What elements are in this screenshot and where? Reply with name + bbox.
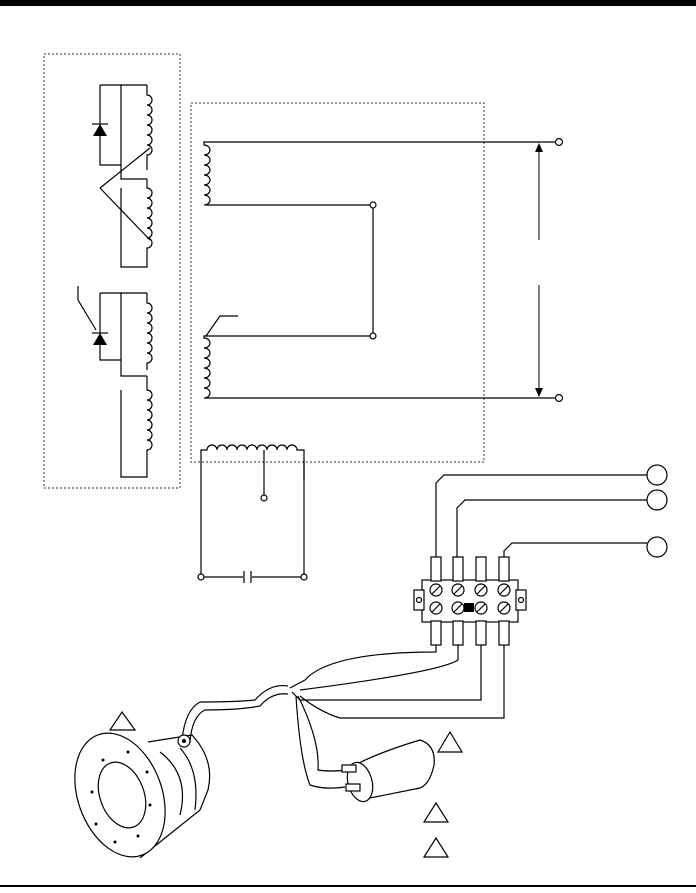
capacitor-circuit [197, 444, 308, 583]
upper-winding [203, 141, 555, 206]
tap-terminal [369, 201, 377, 209]
diode-icon [92, 85, 121, 166]
lower-rectifier-circuit [77, 286, 153, 478]
diode-icon [92, 292, 121, 361]
coil-1 [146, 85, 153, 170]
input-terminals [435, 464, 668, 558]
arrow-up-icon [535, 143, 543, 152]
terminal-circle-icon [646, 536, 668, 558]
output-terminals [535, 137, 564, 403]
tap-terminal [369, 332, 377, 340]
upper-rectifier-circuit [92, 84, 153, 268]
output-terminal [554, 137, 564, 147]
bottom-border [0, 885, 696, 887]
rectifier-box-border [43, 53, 181, 489]
rectifier-box [43, 53, 181, 489]
center-tap [260, 494, 268, 502]
wire [456, 499, 647, 557]
warning-triangle-icon [436, 730, 464, 753]
warning-triangle-icon [422, 836, 450, 858]
lead-line [99, 147, 151, 189]
top-border [0, 0, 696, 6]
run-capacitor [341, 730, 464, 803]
coil-4 [120, 376, 153, 478]
arrow-down-icon [535, 388, 543, 397]
terminal-circle-icon [646, 489, 668, 511]
motor-face [97, 761, 147, 829]
motor-flange [74, 732, 166, 858]
lower-winding [203, 335, 555, 399]
cable-bundle [181, 645, 505, 789]
lead-line [99, 187, 151, 241]
aux-winding [200, 444, 305, 577]
leader-line [205, 315, 238, 337]
jumper [464, 603, 474, 612]
terminal-block [413, 556, 527, 646]
coil-2 [120, 179, 153, 268]
output-terminal [554, 393, 564, 403]
warning-triangle-icon [108, 710, 137, 731]
motor-housing [139, 734, 211, 859]
screw-icon [429, 583, 511, 615]
coil-3 [146, 293, 153, 370]
motor [74, 710, 211, 859]
transformer-box [190, 102, 555, 463]
terminal-circle-icon [646, 464, 668, 486]
leader-line [77, 286, 97, 331]
transformer-box-border [190, 102, 485, 463]
wire [435, 474, 647, 557]
warning-triangle-icon [422, 801, 450, 823]
wire [503, 542, 647, 557]
